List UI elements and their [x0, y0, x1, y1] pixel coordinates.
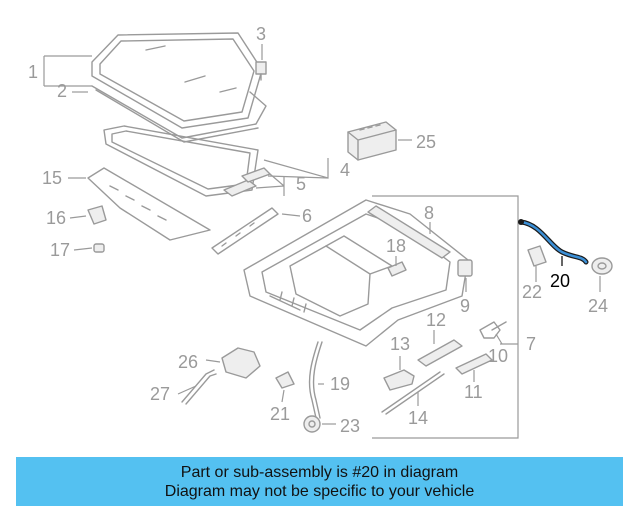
- callout-9: 9: [460, 296, 470, 316]
- part-14-cable: [381, 371, 445, 415]
- callout-18: 18: [386, 236, 406, 256]
- callout-17: 17: [50, 240, 70, 260]
- callout-13: 13: [390, 334, 410, 354]
- part-23-grommet: [303, 415, 321, 433]
- callout-27: 27: [150, 384, 170, 404]
- part-6-rail: [211, 207, 279, 255]
- callout-7: 7: [526, 334, 536, 354]
- callout-11: 11: [464, 382, 483, 402]
- callout-19: 19: [330, 374, 350, 394]
- callout-8: 8: [424, 203, 434, 223]
- callout-16: 16: [46, 208, 66, 228]
- callout-22: 22: [522, 282, 542, 302]
- callout-23: 23: [340, 416, 360, 436]
- part-20-drain-hose-highlighted[interactable]: [518, 219, 589, 265]
- part-11-link: [455, 353, 493, 375]
- banner-line-1: Part or sub-assembly is #20 in diagram: [180, 463, 459, 481]
- part-13-motor: [383, 369, 415, 391]
- callout-21: 21: [270, 404, 290, 424]
- callout-labels: 1 2 3 4 5 6 7 8 9 10 11 12 13 14 15 16 1…: [28, 24, 608, 436]
- callout-26: 26: [178, 352, 198, 372]
- part-2-seal: [91, 85, 267, 143]
- part-15-deflector: [87, 167, 211, 241]
- part-5-brackets: [223, 167, 271, 197]
- part-24-grommet: [591, 257, 613, 275]
- callout-25: 25: [416, 132, 436, 152]
- part-1-glass-panel: [91, 32, 263, 129]
- part-16-clip: [87, 205, 107, 225]
- assembly-box: [372, 195, 519, 439]
- part-18-guide: [387, 261, 407, 277]
- part-10-latch: [479, 321, 507, 339]
- part-12-link: [417, 339, 463, 367]
- part-26-motor: [221, 347, 261, 379]
- leader-lines: [43, 44, 601, 425]
- part-27-hose: [181, 369, 217, 405]
- callout-1: 1: [28, 62, 38, 82]
- part-19-drain-hose: [308, 341, 323, 419]
- callout-10: 10: [488, 346, 508, 366]
- callout-6: 6: [302, 206, 312, 226]
- part-22-clip: [527, 245, 547, 267]
- callout-20: 20: [550, 271, 570, 291]
- part-8-rail: [367, 205, 451, 259]
- callout-2: 2: [57, 81, 67, 101]
- callout-5: 5: [296, 174, 306, 194]
- part-21-bracket: [275, 371, 295, 389]
- callout-12: 12: [426, 310, 446, 330]
- callout-15: 15: [42, 168, 62, 188]
- part-9-cover: [457, 259, 473, 277]
- callout-3: 3: [256, 24, 266, 44]
- part-3-bolt: [255, 61, 267, 81]
- callout-4: 4: [340, 160, 350, 180]
- part-17-stopper: [93, 243, 105, 253]
- callout-24: 24: [588, 296, 608, 316]
- banner-line-2: Diagram may not be specific to your vehi…: [164, 482, 475, 500]
- parts-diagram: 1 2 3 4 5 6 7 8 9 10 11 12 13 14 15 16 1…: [28, 24, 613, 439]
- callout-14: 14: [408, 408, 428, 428]
- part-25-module: [347, 121, 397, 161]
- info-banner: Part or sub-assembly is #20 in diagram D…: [16, 457, 623, 506]
